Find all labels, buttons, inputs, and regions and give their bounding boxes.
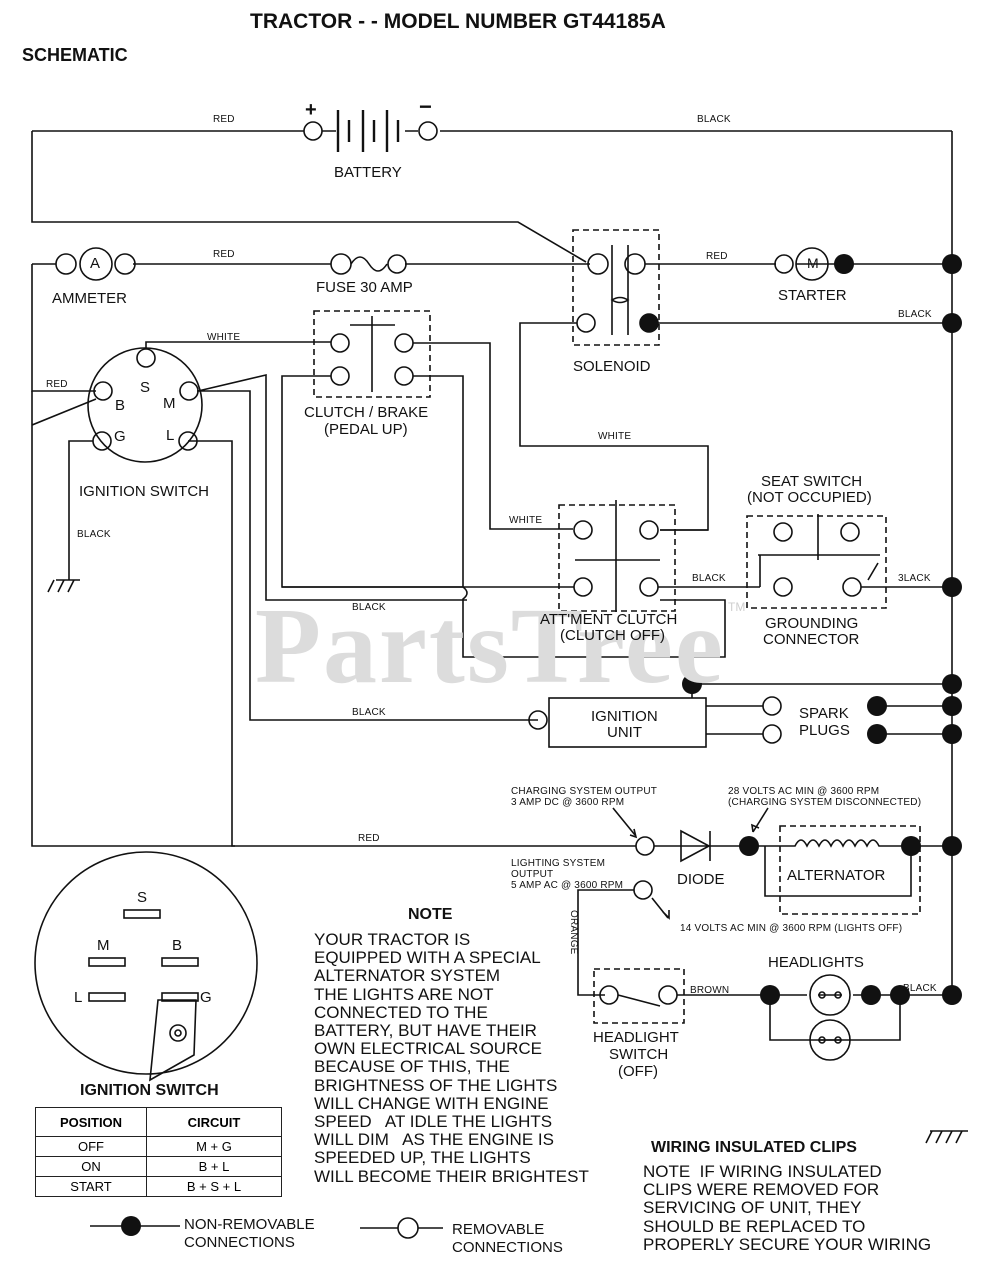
table-cell: M + G bbox=[146, 1136, 282, 1157]
lighting-output-sub: OUTPUT bbox=[511, 869, 554, 880]
wire-black-clutch: BLACK bbox=[352, 602, 386, 613]
grounding-sub: CONNECTOR bbox=[763, 631, 860, 648]
lighting-output-label: LIGHTING SYSTEM bbox=[511, 858, 606, 869]
battery-minus: − bbox=[419, 94, 432, 119]
table-cell: ON bbox=[35, 1156, 147, 1177]
ignition-switch-label: IGNITION SWITCH bbox=[79, 483, 209, 500]
note-body: YOUR TRACTOR IS EQUIPPED WITH A SPECIAL … bbox=[314, 930, 589, 1186]
face-terminal-m: M bbox=[97, 937, 110, 954]
page-title: TRACTOR - - MODEL NUMBER GT44185A bbox=[250, 10, 666, 33]
legend-nonremovable-sub: CONNECTIONS bbox=[184, 1234, 295, 1251]
volts28-sub: (CHARGING SYSTEM DISCONNECTED) bbox=[728, 797, 922, 808]
wire-red-ammeter: RED bbox=[213, 249, 235, 260]
volts28-label: 28 VOLTS AC MIN @ 3600 RPM bbox=[728, 786, 880, 797]
clips-heading: WIRING INSULATED CLIPS bbox=[651, 1139, 857, 1156]
face-terminal-s: S bbox=[137, 889, 148, 906]
terminal-s: S bbox=[140, 379, 151, 396]
ammeter-label: AMMETER bbox=[52, 290, 127, 307]
attment-clutch-label: ATT'MENT CLUTCH bbox=[540, 611, 678, 628]
battery-plus: + bbox=[305, 99, 317, 121]
wire-black-top: BLACK bbox=[697, 114, 731, 125]
table-cell: B + L bbox=[146, 1156, 282, 1177]
face-terminal-l: L bbox=[74, 989, 83, 1006]
terminal-g: G bbox=[114, 428, 126, 445]
attment-clutch-sub: (CLUTCH OFF) bbox=[560, 627, 665, 644]
wire-white-top: WHITE bbox=[207, 332, 241, 343]
starter-label: STARTER bbox=[778, 287, 847, 304]
charging-output-label: CHARGING SYSTEM OUTPUT bbox=[511, 786, 658, 797]
wire-black-ignition: BLACK bbox=[352, 707, 386, 718]
ignition-table-title: IGNITION SWITCH bbox=[80, 1082, 219, 1099]
lighting-output-value: 5 AMP AC @ 3600 RPM bbox=[511, 880, 624, 891]
wire-red-bottom: RED bbox=[358, 833, 380, 844]
table-header-position: POSITION bbox=[35, 1107, 147, 1137]
ammeter-symbol: A bbox=[90, 255, 101, 272]
table-row: OFF M + G bbox=[35, 1136, 282, 1157]
wire-white-mid: WHITE bbox=[598, 431, 632, 442]
ignition-position-table: POSITION CIRCUIT OFF M + G ON B + L STAR… bbox=[35, 1107, 282, 1197]
table-row: ON B + L bbox=[35, 1156, 282, 1177]
wire-white-clutch: WHITE bbox=[509, 515, 543, 526]
table-cell: B + S + L bbox=[146, 1176, 282, 1197]
wire-black-seat: BLACK bbox=[692, 573, 726, 584]
headlight-switch-label: HEADLIGHT bbox=[593, 1029, 679, 1046]
fuse-label: FUSE 30 AMP bbox=[316, 279, 413, 296]
wire-red-top: RED bbox=[213, 114, 235, 125]
wire-black-headlight: BLACK bbox=[903, 983, 937, 994]
face-terminal-b: B bbox=[172, 937, 183, 954]
headlight-switch-state: (OFF) bbox=[618, 1063, 658, 1080]
ignition-unit-label: IGNITION bbox=[591, 708, 658, 725]
headlight-switch-sub: SWITCH bbox=[609, 1046, 669, 1063]
clips-body: NOTE IF WIRING INSULATED CLIPS WERE REMO… bbox=[643, 1162, 932, 1254]
starter-symbol: M bbox=[807, 255, 819, 271]
clutch-brake-label: CLUTCH / BRAKE bbox=[304, 404, 429, 421]
terminal-l: L bbox=[166, 427, 175, 444]
spark-plugs-sub: PLUGS bbox=[799, 722, 850, 739]
legend-removable: REMOVABLE bbox=[452, 1221, 545, 1238]
terminal-b: B bbox=[115, 397, 126, 414]
charging-output-value: 3 AMP DC @ 3600 RPM bbox=[511, 797, 625, 808]
clutch-brake-sub: (PEDAL UP) bbox=[324, 421, 408, 438]
table-header-circuit: CIRCUIT bbox=[146, 1107, 282, 1137]
grounding-label: GROUNDING bbox=[765, 615, 859, 632]
face-terminal-g: G bbox=[200, 989, 212, 1006]
legend-nonremovable: NON-REMOVABLE bbox=[184, 1216, 315, 1233]
legend-removable-sub: CONNECTIONS bbox=[452, 1239, 563, 1256]
seat-switch-sub: (NOT OCCUPIED) bbox=[747, 489, 872, 506]
battery-label: BATTERY bbox=[334, 164, 402, 181]
spark-plugs-label: SPARK bbox=[799, 705, 849, 722]
volts14-label: 14 VOLTS AC MIN @ 3600 RPM (LIGHTS OFF) bbox=[680, 923, 903, 934]
wire-red-left: RED bbox=[46, 379, 68, 390]
non-removable-connection-dots bbox=[121, 254, 962, 1236]
table-cell: START bbox=[35, 1176, 147, 1197]
diode-label: DIODE bbox=[677, 871, 725, 888]
wire-black-solenoid: BLACK bbox=[898, 309, 932, 320]
wire-black-seat-right: 3LACK bbox=[898, 573, 931, 584]
wire-red-starter: RED bbox=[706, 251, 728, 262]
headlights-label: HEADLIGHTS bbox=[768, 954, 864, 971]
ignition-unit-sub: UNIT bbox=[607, 724, 642, 741]
seat-switch-label: SEAT SWITCH bbox=[761, 473, 863, 490]
battery-symbol bbox=[303, 110, 438, 152]
table-cell: OFF bbox=[35, 1136, 147, 1157]
solenoid-label: SOLENOID bbox=[573, 358, 651, 375]
terminal-m: M bbox=[163, 395, 176, 412]
watermark-tm: TM bbox=[728, 600, 746, 614]
wire-brown: BROWN bbox=[690, 985, 730, 996]
table-row: START B + S + L bbox=[35, 1176, 282, 1197]
schematic-subtitle: SCHEMATIC bbox=[22, 45, 128, 65]
watermark: PartsTree bbox=[255, 587, 725, 706]
alternator-label: ALTERNATOR bbox=[787, 867, 886, 884]
note-heading: NOTE bbox=[408, 906, 453, 923]
wire-black-ground: BLACK bbox=[77, 529, 111, 540]
